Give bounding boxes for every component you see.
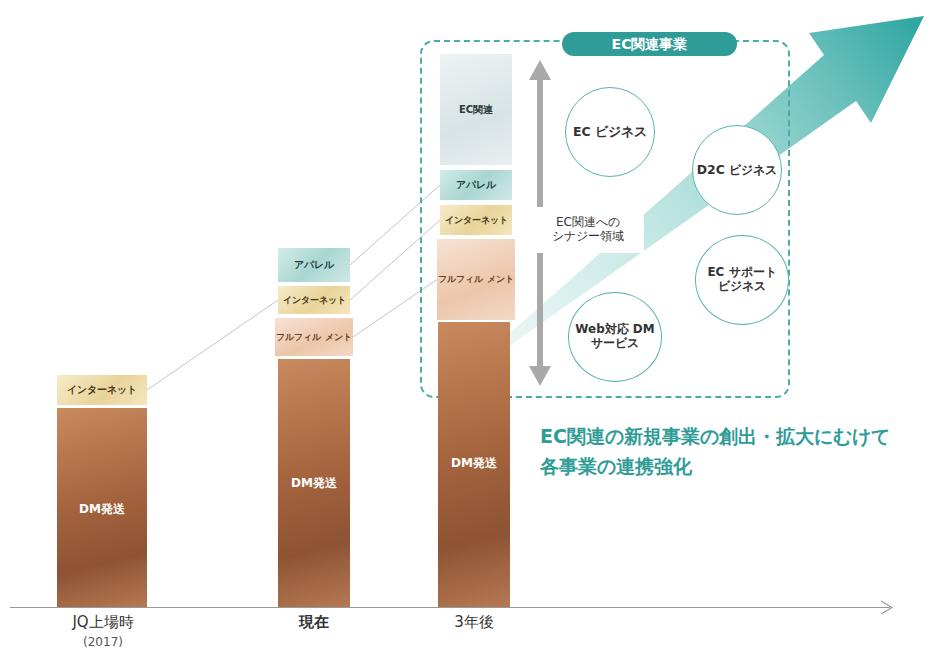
axis-label: JQ上場時 xyxy=(23,614,183,631)
segment-box: DM発送 xyxy=(278,359,350,607)
label-box: EC関連への シナジー領域 xyxy=(532,207,644,253)
segment-box: インターネット xyxy=(440,205,512,235)
group-heading: EC関連事業 xyxy=(562,32,737,56)
segment-box: フルフィル メント xyxy=(437,239,515,320)
node-text: フルフィル メント xyxy=(276,332,351,343)
synergy-arrow-head xyxy=(529,366,551,386)
node-text: EC サポート ビジネス xyxy=(696,266,788,293)
node-text: インターネット xyxy=(67,384,137,396)
node-text: EC関連 xyxy=(459,104,493,116)
segment-box: DM発送 xyxy=(438,322,510,607)
node-text: D2C ビジネス xyxy=(697,163,777,177)
axis-label: (2017) xyxy=(23,636,183,650)
projection-line xyxy=(350,220,440,300)
node-text: インターネット xyxy=(283,295,346,306)
segment-box: アパレル xyxy=(440,170,512,200)
business-circle: Web対応 DM サービス xyxy=(568,292,662,382)
projection-line xyxy=(350,185,440,265)
growth-arrow xyxy=(440,16,924,395)
node-text: DM発送 xyxy=(451,457,497,471)
node-text: EC関連への シナジー領域 xyxy=(538,216,638,244)
business-circle: EC ビジネス xyxy=(565,87,655,177)
node-text: フルフィル メント xyxy=(438,274,513,285)
segment-box: EC関連 xyxy=(440,54,512,165)
projection-line xyxy=(353,280,437,338)
message-text: EC関連の新規事業の創出・拡大にむけて 各事業の連携強化 xyxy=(540,421,925,481)
time-axis xyxy=(10,607,890,608)
node-text: インターネット xyxy=(445,215,508,226)
node-text: EC ビジネス xyxy=(573,125,647,139)
node-text: DM発送 xyxy=(291,477,337,491)
node-text: DM発送 xyxy=(79,503,125,517)
segment-box: フルフィル メント xyxy=(275,318,353,356)
time-axis-head xyxy=(881,601,892,614)
projection-line xyxy=(147,300,278,390)
axis-label: 現在 xyxy=(234,614,394,631)
segment-box: アパレル xyxy=(278,248,350,282)
node-text: アパレル xyxy=(456,179,496,191)
axis-label: 3年後 xyxy=(394,614,554,631)
segment-box: DM発送 xyxy=(57,408,147,607)
node-text: Web対応 DM サービス xyxy=(569,323,661,350)
business-circle: D2C ビジネス xyxy=(692,125,782,215)
business-circle: EC サポート ビジネス xyxy=(695,235,789,325)
segment-box: インターネット xyxy=(57,375,147,405)
segment-box: インターネット xyxy=(278,286,350,314)
node-text: アパレル xyxy=(294,259,334,271)
synergy-arrow-head xyxy=(529,60,551,80)
